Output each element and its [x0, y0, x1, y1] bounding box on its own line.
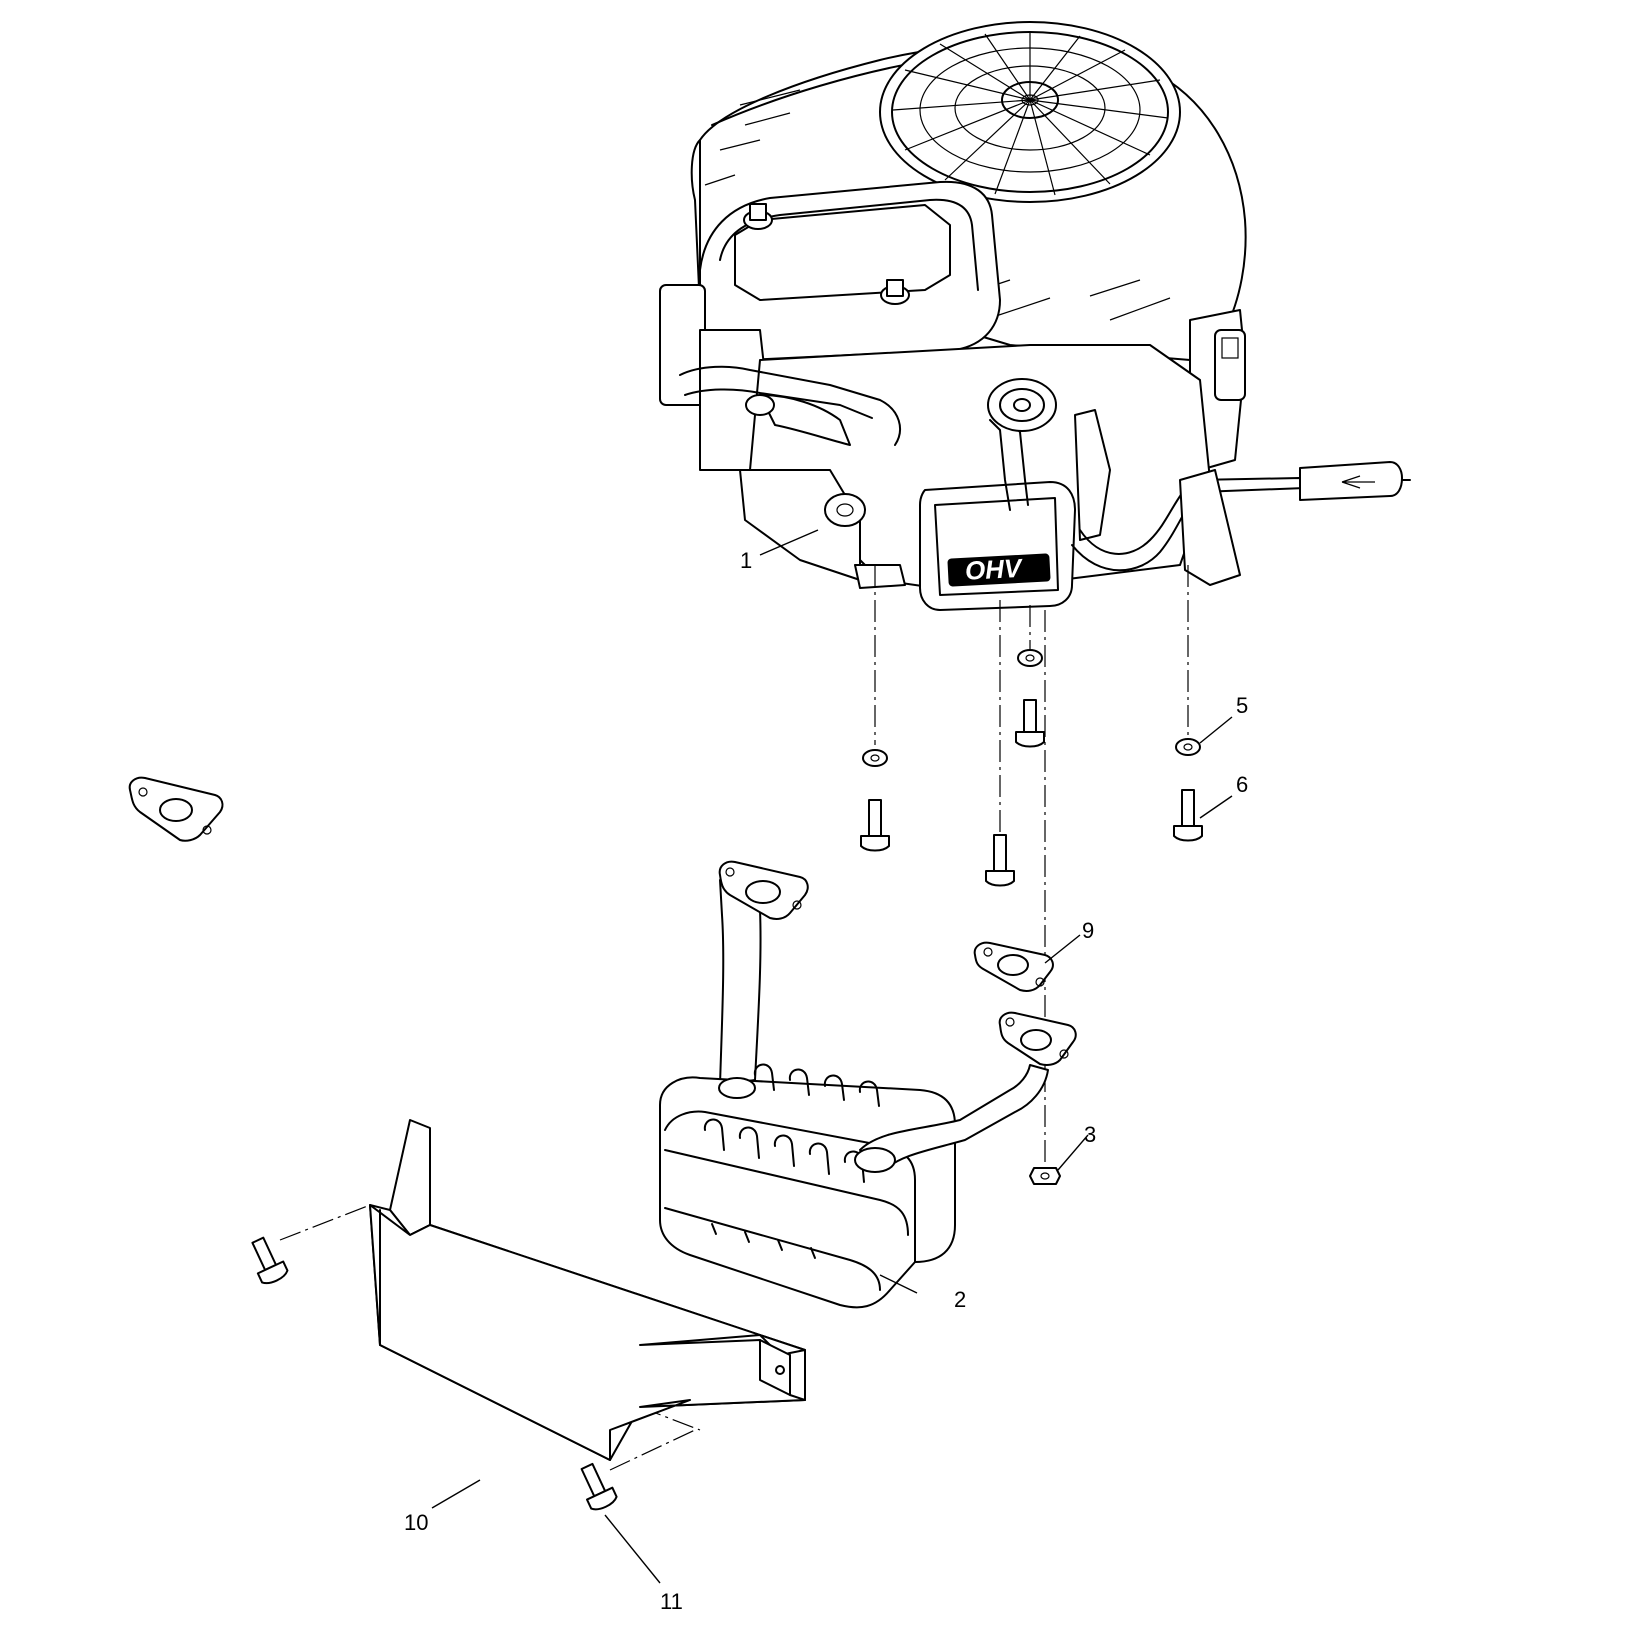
bolt-heat-shield-left: [251, 1236, 289, 1285]
callout-11: 11: [660, 1589, 683, 1614]
muffler-body: [659, 1076, 956, 1309]
gasket-loose: [128, 776, 224, 842]
bolt-item-6: [1173, 789, 1203, 842]
callout-leaders: [431, 529, 1233, 1584]
fan-screen-slots: [892, 32, 1169, 196]
callout-3: 3: [1084, 1122, 1096, 1147]
callout-6: 6: [1236, 772, 1248, 797]
bolt: [1015, 699, 1045, 748]
nut-item-3: [1029, 1167, 1061, 1185]
washer: [862, 749, 888, 767]
callout-2: 2: [954, 1287, 966, 1312]
exhaust-flange-left: [718, 860, 809, 920]
callout-5: 5: [1236, 693, 1248, 718]
gasket-item-9: [973, 941, 1054, 992]
bolt: [985, 834, 1015, 887]
callout-10: 10: [404, 1510, 428, 1535]
bolt-item-11: [580, 1462, 618, 1511]
valve-cover-logo: OHV: [964, 553, 1024, 586]
heat-shield: [369, 1119, 806, 1461]
muffler-assembly: [659, 860, 1077, 1309]
callout-9: 9: [1082, 918, 1094, 943]
washer: [1017, 649, 1043, 667]
washer-item-5: [1175, 738, 1201, 756]
engine-assembly: OHV: [659, 21, 1411, 611]
callout-labels: 1 2 3 5 6 9 10 11: [404, 548, 1248, 1614]
exhaust-flange-right: [998, 1011, 1077, 1066]
bolt: [860, 799, 890, 852]
heat-shield-panel: [369, 1204, 806, 1461]
callout-1: 1: [740, 548, 752, 573]
hardware-fasteners: [251, 649, 1203, 1511]
fuel-filter: [1299, 461, 1403, 501]
